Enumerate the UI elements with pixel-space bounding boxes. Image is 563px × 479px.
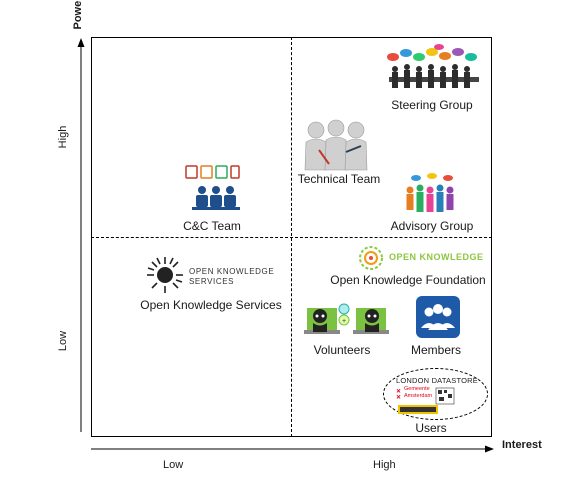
- volunteers-icon: +: [304, 303, 389, 334]
- okf-logo-text: OPEN KNOWLEDGE: [389, 252, 484, 262]
- cc-team-label: C&C Team: [183, 219, 241, 233]
- svg-text:✕: ✕: [396, 388, 401, 395]
- oks-logo-text-line2: SERVICES: [189, 277, 235, 286]
- members-label: Members: [410, 343, 461, 357]
- advisory-group-icon: [406, 173, 454, 212]
- gemeente-line2: Amsterdam: [404, 393, 433, 399]
- users-oval: [383, 368, 488, 420]
- london-datastore-logo: LONDON DATASTORE: [396, 376, 478, 385]
- technical-team-icon: [304, 119, 368, 171]
- svg-text:+: +: [342, 318, 346, 325]
- oks-logo-text-line1: OPEN KNOWLEDGE: [189, 267, 275, 276]
- okf-label: Open Knowledge Foundation: [330, 273, 486, 287]
- okf-logo-icon: [359, 246, 383, 270]
- steering-group-label: Steering Group: [391, 98, 473, 112]
- x-axis-title: Interest: [502, 439, 542, 451]
- technical-team-label: Technical Team: [297, 172, 381, 186]
- users-logos-icon: ✕ ✕: [396, 387, 455, 414]
- x-axis-high-label: High: [373, 459, 396, 471]
- horizontal-divider: [91, 237, 492, 238]
- users-label: Users: [415, 421, 447, 435]
- x-axis-low-label: Low: [163, 459, 184, 471]
- steering-group-icon: [387, 44, 479, 88]
- svg-text:✕: ✕: [396, 394, 401, 401]
- oks-label: Open Knowledge Services: [140, 298, 282, 312]
- advisory-group-label: Advisory Group: [390, 219, 474, 233]
- oks-logo-icon: [147, 257, 183, 293]
- members-icon: [416, 296, 460, 338]
- gemeente-line1: Gemeente: [404, 386, 430, 392]
- cc-team-icon: [185, 165, 240, 210]
- volunteers-label: Volunteers: [313, 343, 371, 357]
